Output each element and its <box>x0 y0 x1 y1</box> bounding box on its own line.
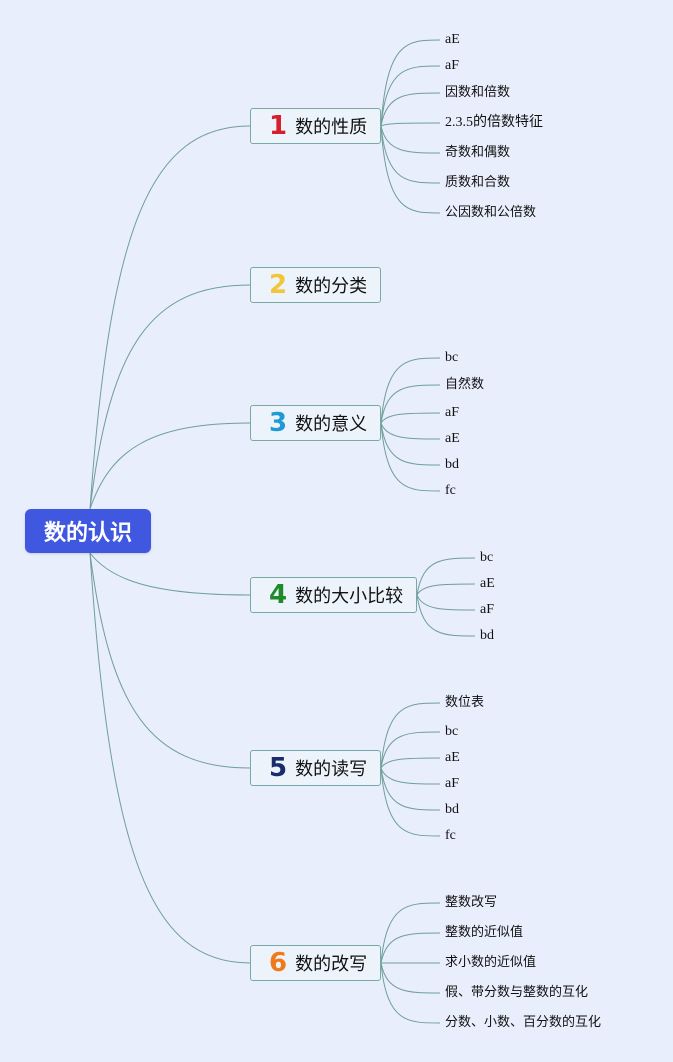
leaf-node[interactable]: aF <box>445 776 459 791</box>
branch-to-leaf-line <box>380 384 441 424</box>
leaf-node[interactable]: 自然数 <box>445 377 485 392</box>
branch-to-leaf-line <box>380 125 441 184</box>
branch-to-leaf-line <box>380 422 441 492</box>
leaf-node[interactable]: 2.3.5的倍数特征 <box>445 115 543 130</box>
leaf-node[interactable]: bc <box>480 550 494 565</box>
branch-label-6: 数的改写 <box>295 954 368 975</box>
branch-to-leaf-line <box>380 932 441 964</box>
leaf-node[interactable]: 整数改写 <box>445 895 498 910</box>
branch-to-leaf-line <box>380 125 441 154</box>
leaf-node[interactable]: 质数和合数 <box>445 175 511 190</box>
branch-node-1[interactable]: 1 数的性质 <box>250 108 381 144</box>
branch-number-4: 4 <box>269 580 288 610</box>
leaf-node[interactable]: 假、带分数与整数的互化 <box>445 985 589 1000</box>
branch-node-5[interactable]: 5 数的读写 <box>250 750 381 786</box>
leaf-node[interactable]: aE <box>445 431 460 446</box>
root-node[interactable]: 数的认识 <box>25 509 151 553</box>
leaf-node[interactable]: aF <box>445 405 459 420</box>
branch-to-leaf-line <box>380 92 441 127</box>
branch-node-2[interactable]: 2 数的分类 <box>250 267 381 303</box>
leaf-node[interactable]: fc <box>445 828 456 843</box>
branch-to-leaf-line <box>380 702 441 769</box>
leaf-node[interactable]: aF <box>480 602 494 617</box>
branch-number-2: 2 <box>269 270 288 300</box>
root-to-branch-line <box>89 552 251 769</box>
branch-to-leaf-line <box>380 757 441 769</box>
branch-to-leaf-line <box>380 767 441 785</box>
branch-to-leaf-line <box>380 962 441 1024</box>
root-to-branch-line <box>89 125 251 510</box>
branch-to-leaf-line <box>380 767 441 837</box>
branch-to-leaf-line <box>380 902 441 964</box>
branch-to-leaf-line <box>380 122 441 127</box>
leaf-node[interactable]: aE <box>480 576 495 591</box>
leaf-node[interactable]: 因数和倍数 <box>445 85 511 100</box>
leaf-node[interactable]: bc <box>445 724 459 739</box>
leaf-node[interactable]: 数位表 <box>445 695 485 710</box>
branch-node-4[interactable]: 4 数的大小比较 <box>250 577 417 613</box>
branch-to-leaf-line <box>380 767 441 811</box>
branch-to-leaf-line <box>380 422 441 440</box>
root-to-branch-line <box>89 422 251 510</box>
branch-number-3: 3 <box>269 408 288 438</box>
branch-number-1: 1 <box>269 111 288 141</box>
branch-node-6[interactable]: 6 数的改写 <box>250 945 381 981</box>
branch-to-leaf-line <box>380 125 441 214</box>
branch-label-2: 数的分类 <box>295 276 368 297</box>
leaf-node[interactable]: 整数的近似值 <box>445 925 524 940</box>
branch-label-3: 数的意义 <box>295 414 368 435</box>
leaf-node[interactable]: bc <box>445 350 459 365</box>
branch-label-1: 数的性质 <box>295 117 368 138</box>
branch-to-leaf-line <box>380 731 441 769</box>
leaf-node[interactable]: aE <box>445 750 460 765</box>
branch-to-leaf-line <box>380 65 441 127</box>
branch-number-5: 5 <box>269 753 288 783</box>
branch-to-leaf-line <box>380 412 441 424</box>
leaf-node[interactable]: bd <box>480 628 494 643</box>
branch-to-leaf-line <box>380 357 441 424</box>
leaf-node[interactable]: fc <box>445 483 456 498</box>
branch-node-3[interactable]: 3 数的意义 <box>250 405 381 441</box>
leaf-node[interactable]: 公因数和公倍数 <box>445 205 537 220</box>
leaf-node[interactable]: 分数、小数、百分数的互化 <box>445 1015 602 1030</box>
branch-to-leaf-line <box>416 594 476 611</box>
leaf-node[interactable]: 求小数的近似值 <box>445 955 537 970</box>
leaf-node[interactable]: 奇数和偶数 <box>445 145 511 160</box>
leaf-node[interactable]: aF <box>445 58 459 73</box>
branch-to-leaf-line <box>416 557 476 596</box>
branch-to-leaf-line <box>380 962 441 994</box>
branch-label-4: 数的大小比较 <box>295 586 404 607</box>
root-label: 数的认识 <box>43 521 132 546</box>
branch-label-5: 数的读写 <box>295 759 368 780</box>
root-to-branch-line <box>89 284 251 510</box>
branch-to-leaf-line <box>416 594 476 637</box>
branch-number-6: 6 <box>269 948 288 978</box>
leaf-node[interactable]: bd <box>445 457 459 472</box>
branch-to-leaf-line <box>380 422 441 466</box>
root-to-branch-line <box>89 552 251 964</box>
branch-to-leaf-line <box>380 39 441 127</box>
leaf-node[interactable]: bd <box>445 802 459 817</box>
leaf-node[interactable]: aE <box>445 32 460 47</box>
root-to-branch-line <box>89 552 251 596</box>
branch-to-leaf-line <box>416 583 476 596</box>
